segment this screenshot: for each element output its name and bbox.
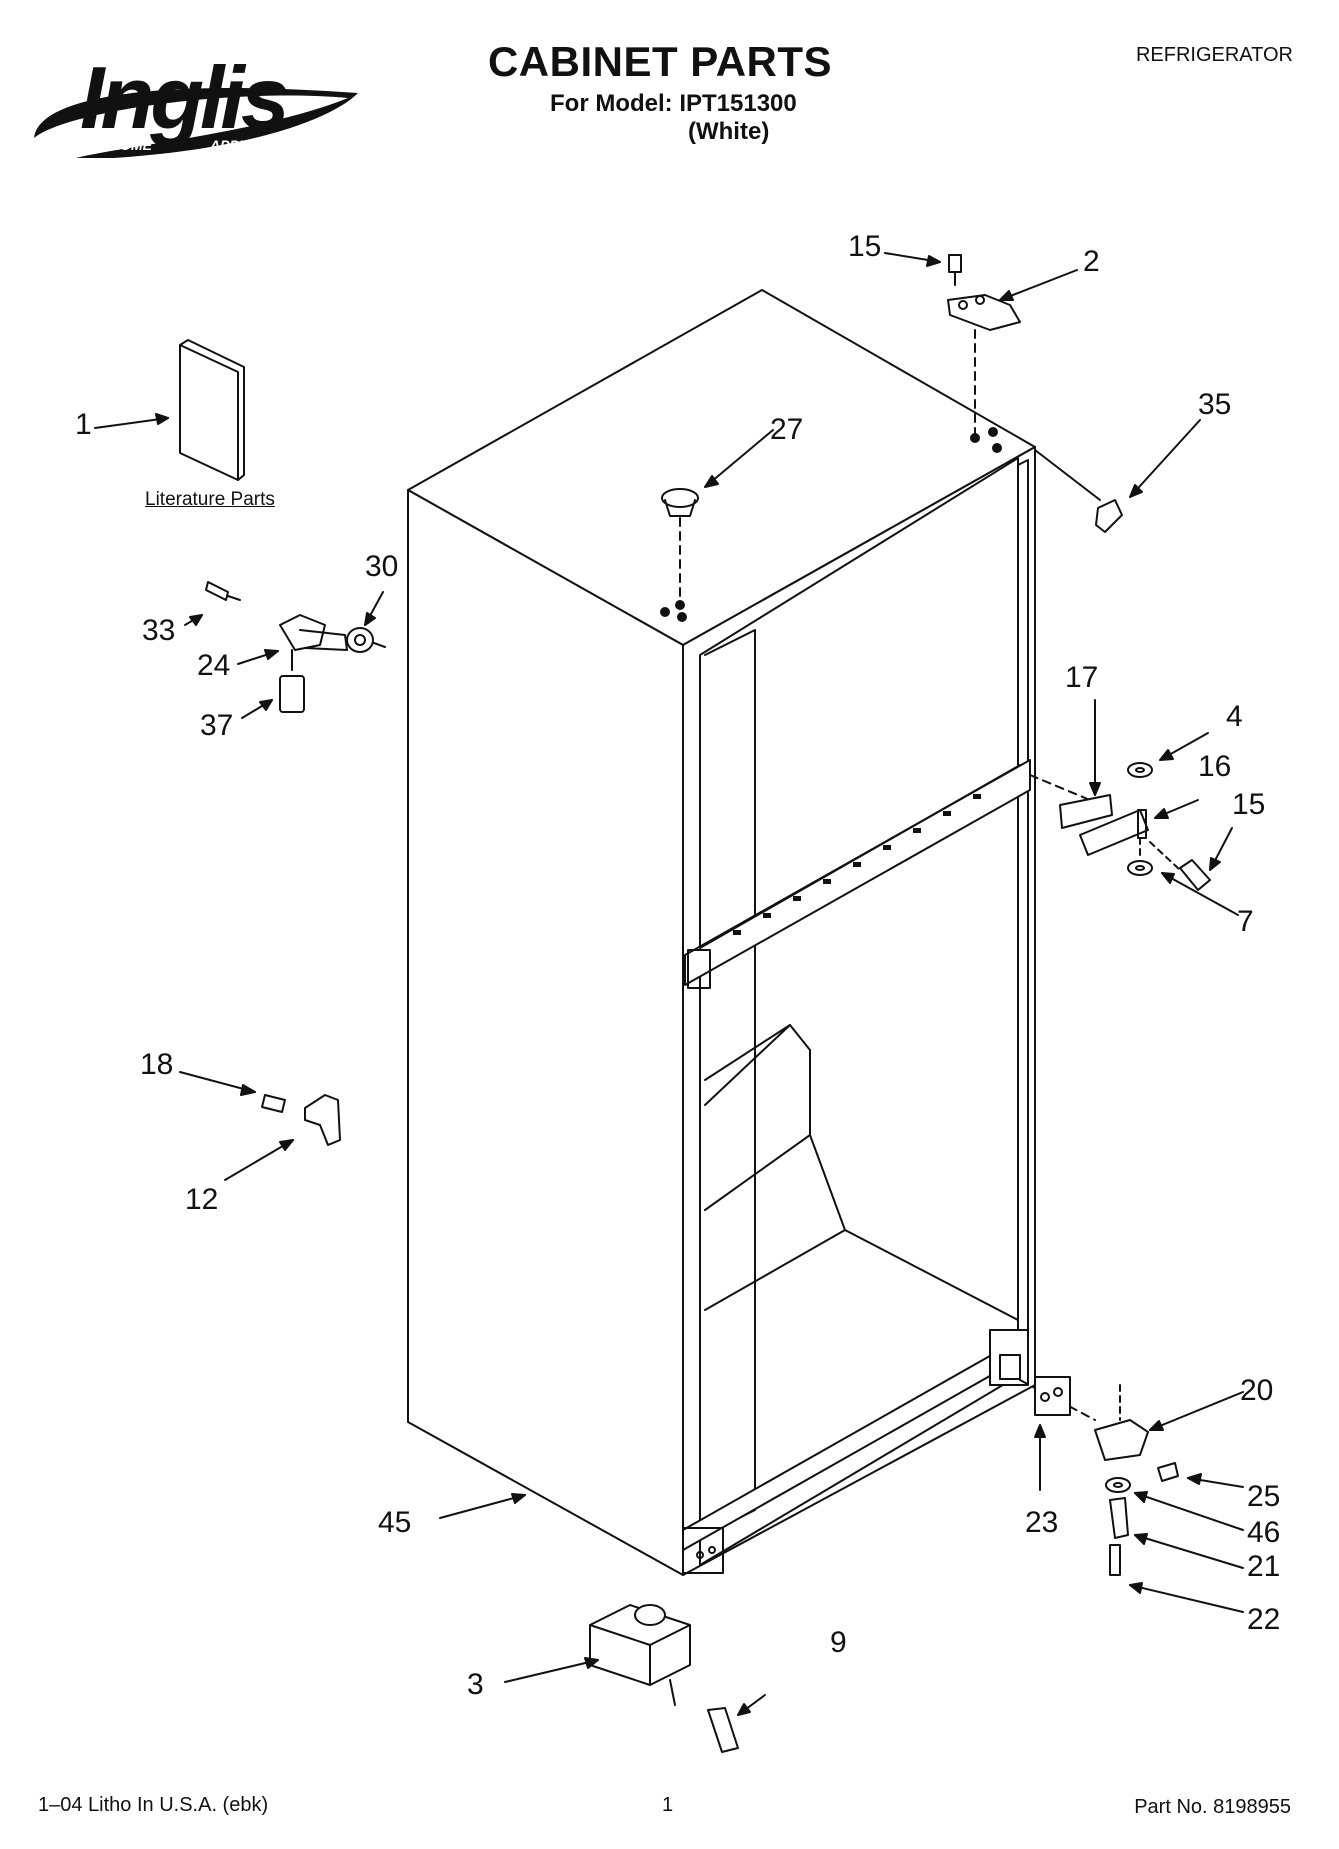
callout-46: 46 bbox=[1247, 1516, 1281, 1549]
callout-18: 18 bbox=[140, 1048, 174, 1081]
appliance-category: REFRIGERATOR bbox=[1135, 44, 1293, 66]
callout-12: 12 bbox=[185, 1183, 219, 1216]
callout-33: 33 bbox=[142, 614, 176, 647]
callout-25: 25 bbox=[1247, 1480, 1281, 1513]
literature-part-1 bbox=[94, 339, 245, 481]
callout-37: 37 bbox=[200, 709, 234, 742]
callout-16: 16 bbox=[1198, 750, 1232, 783]
callout-45: 45 bbox=[378, 1506, 412, 1539]
hinge-cap-35 bbox=[1034, 419, 1201, 533]
callout-35: 35 bbox=[1198, 388, 1232, 421]
bottom-hinge-20 bbox=[1019, 1376, 1244, 1613]
callout-7: 7 bbox=[1237, 905, 1254, 938]
model-number: For Model: IPT151300 bbox=[550, 90, 797, 117]
callout-4: 4 bbox=[1226, 700, 1243, 733]
callout-23: 23 bbox=[1025, 1506, 1059, 1539]
callout-27: 27 bbox=[770, 413, 804, 446]
door-stop-24 bbox=[184, 581, 386, 719]
inglis-logo-graphic: Inglis HOME APPLIANCES bbox=[34, 48, 358, 160]
callout-9: 9 bbox=[830, 1626, 847, 1659]
inglis-logo: Inglis HOME APPLIANCES bbox=[28, 38, 378, 160]
callout-22: 22 bbox=[1247, 1603, 1281, 1636]
top-hinge-2 bbox=[884, 252, 1078, 441]
literature-parts-label: Literature Parts bbox=[145, 489, 275, 510]
center-hinge-16 bbox=[1029, 699, 1239, 916]
callout-15-center: 15 bbox=[1232, 788, 1266, 821]
footer-litho: 1–04 Litho In U.S.A. (ebk) bbox=[38, 1794, 269, 1816]
callout-30: 30 bbox=[365, 550, 399, 583]
callout-17: 17 bbox=[1065, 661, 1099, 694]
callout-1: 1 bbox=[75, 408, 92, 441]
footer-page-number: 1 bbox=[662, 1794, 674, 1816]
callout-21: 21 bbox=[1247, 1550, 1281, 1583]
svg-text:HOME: HOME bbox=[110, 137, 153, 153]
callout-24: 24 bbox=[197, 649, 231, 682]
svg-text:Inglis: Inglis bbox=[80, 48, 287, 147]
page-title: CABINET PARTS bbox=[487, 38, 833, 85]
svg-text:APPLIANCES: APPLIANCES bbox=[209, 137, 301, 153]
callout-2: 2 bbox=[1083, 245, 1100, 278]
leveler-3 bbox=[504, 1604, 766, 1753]
leader-45 bbox=[439, 1494, 526, 1519]
model-color: (White) bbox=[688, 118, 770, 145]
callout-20: 20 bbox=[1240, 1374, 1274, 1407]
door-stop-12 bbox=[179, 1071, 341, 1181]
plug-27 bbox=[661, 429, 774, 601]
cabinet-45 bbox=[407, 289, 1036, 1576]
callout-3: 3 bbox=[467, 1668, 484, 1701]
callout-15-top: 15 bbox=[848, 230, 882, 263]
footer-part-number: Part No. 8198955 bbox=[1134, 1796, 1291, 1818]
